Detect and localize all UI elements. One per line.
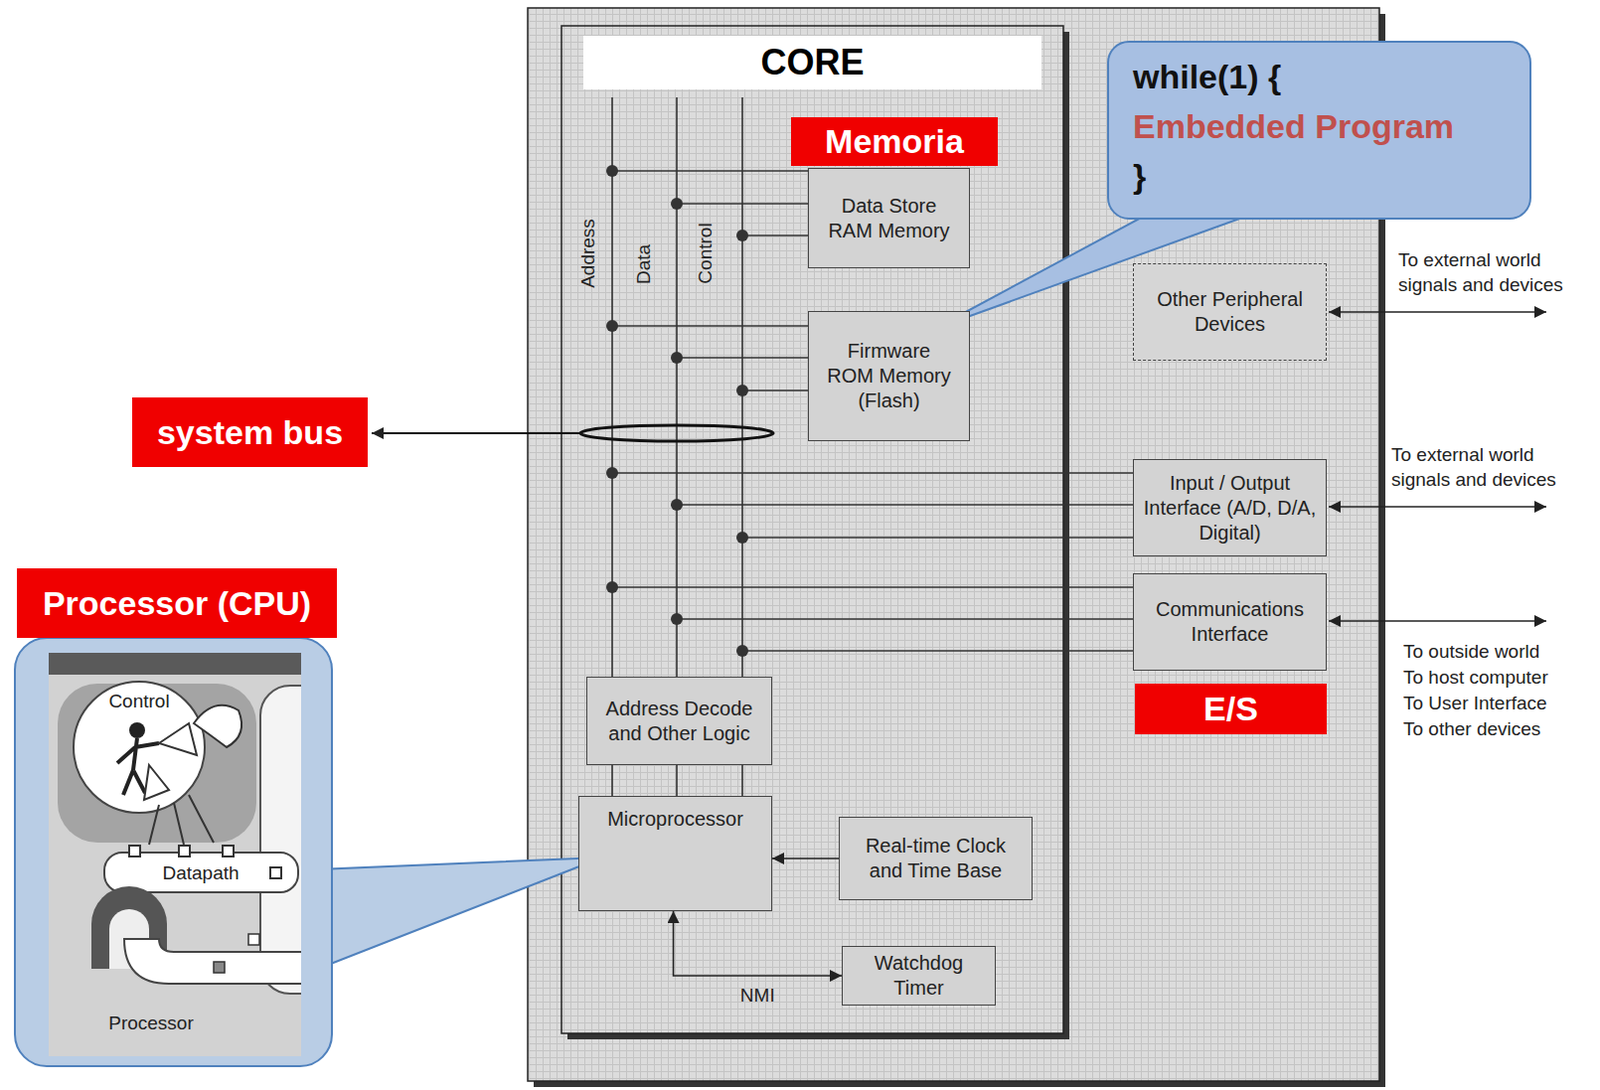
node-text: Memoria bbox=[824, 121, 964, 162]
external-arrow bbox=[1328, 505, 1547, 508]
dot bbox=[606, 164, 619, 177]
node-text: E/S bbox=[1203, 688, 1259, 730]
external-arrow bbox=[1328, 311, 1547, 314]
dot bbox=[670, 351, 683, 364]
interface-box: Input / Output Interface (A/D, D/A, Digi… bbox=[1132, 459, 1327, 557]
megaphone bbox=[159, 723, 197, 756]
bus-ellipse bbox=[580, 425, 774, 442]
part-label: Control bbox=[108, 689, 169, 715]
bus-label: Address bbox=[576, 218, 602, 289]
register bbox=[213, 961, 225, 973]
signal-note: To host computer bbox=[1403, 665, 1549, 691]
dot bbox=[670, 197, 683, 210]
memory-box: Firmware ROM Memory (Flash) bbox=[807, 311, 970, 442]
register bbox=[178, 845, 190, 857]
pipe bbox=[124, 939, 302, 984]
signal-note: To external world signals and devices bbox=[1398, 248, 1594, 298]
section-tag: E/S bbox=[1134, 683, 1327, 735]
node-text: } bbox=[1132, 151, 1146, 201]
core-region: CORE MemoriaData Store RAM MemoryFirmware… bbox=[561, 25, 1064, 1034]
part-label: Datapath bbox=[161, 861, 239, 887]
interface-box: Communications Interface bbox=[1132, 573, 1327, 671]
node-text: Microprocessor bbox=[607, 806, 744, 832]
processor-box: Microprocessor bbox=[578, 796, 773, 912]
section-tag: Memoria bbox=[791, 117, 998, 166]
memory-box: Data Store RAM Memory bbox=[807, 167, 970, 269]
node-text: Watchdog Timer bbox=[860, 951, 977, 1001]
region-title: CORE bbox=[583, 35, 1042, 90]
signal-connector bbox=[772, 857, 839, 860]
node-text: Firmware ROM Memory (Flash) bbox=[826, 338, 952, 414]
code-callout: while(1) {Embedded Program} bbox=[1107, 40, 1532, 220]
dot bbox=[736, 644, 749, 657]
side-unit bbox=[260, 685, 302, 994]
signal-note: To external world signals and devices bbox=[1391, 443, 1591, 492]
core-outline bbox=[561, 25, 1064, 1034]
register bbox=[129, 845, 141, 857]
section-tag: Processor (CPU) bbox=[16, 568, 337, 639]
node-text: Real-time Clock and Time Base bbox=[857, 833, 1014, 884]
dot bbox=[606, 467, 619, 480]
signal-rays bbox=[149, 795, 214, 845]
bus-label: Control bbox=[693, 222, 719, 284]
processor-illustration bbox=[48, 652, 302, 1057]
node-text: Embedded Program bbox=[1132, 101, 1454, 152]
node-text: Data Store RAM Memory bbox=[826, 193, 952, 244]
datapath-band bbox=[104, 852, 299, 893]
node-text: Communications Interface bbox=[1141, 597, 1318, 647]
megaphone bbox=[144, 765, 169, 800]
clock-box: Real-time Clock and Time Base bbox=[838, 816, 1033, 901]
dot bbox=[606, 581, 619, 594]
bus-label: Data bbox=[632, 244, 657, 285]
signal-note: To outside world bbox=[1403, 640, 1540, 665]
dot bbox=[670, 498, 683, 511]
node-text: Processor (CPU) bbox=[42, 583, 312, 625]
illustration-band bbox=[48, 652, 302, 675]
dot bbox=[670, 613, 683, 626]
dot bbox=[736, 229, 749, 242]
signal-note: To other devices bbox=[1403, 717, 1541, 743]
register bbox=[222, 845, 234, 857]
control-circle bbox=[73, 681, 205, 813]
logic-box: Address Decode and Other Logic bbox=[586, 676, 773, 766]
part-label: Processor bbox=[108, 1011, 194, 1037]
section-tag: system bus bbox=[132, 397, 368, 468]
dot bbox=[606, 320, 619, 332]
pointer-arrow bbox=[371, 432, 580, 435]
signal-bubble bbox=[193, 705, 242, 748]
node-text: Input / Output Interface (A/D, D/A, Digi… bbox=[1141, 471, 1318, 546]
signal-connector bbox=[673, 911, 842, 976]
external-arrows bbox=[1328, 312, 1547, 622]
callout-tail bbox=[318, 857, 603, 969]
signal-note: To User Interface bbox=[1403, 691, 1548, 717]
node-text: system bus bbox=[157, 412, 343, 454]
dot bbox=[736, 384, 749, 397]
signal-name: NMI bbox=[740, 983, 776, 1009]
register bbox=[270, 867, 282, 879]
peripheral-box: Other Peripheral Devices bbox=[1132, 263, 1327, 361]
external-arrow bbox=[1328, 620, 1547, 623]
bus-dots bbox=[606, 164, 749, 657]
node-text: Other Peripheral Devices bbox=[1141, 287, 1318, 337]
register bbox=[248, 934, 260, 946]
figure-head bbox=[129, 722, 146, 739]
timer-box: Watchdog Timer bbox=[841, 946, 996, 1006]
node-text: while(1) { bbox=[1132, 51, 1281, 102]
node-text: Address Decode and Other Logic bbox=[605, 696, 754, 747]
dot bbox=[736, 531, 749, 544]
processor-callout bbox=[14, 638, 332, 1067]
